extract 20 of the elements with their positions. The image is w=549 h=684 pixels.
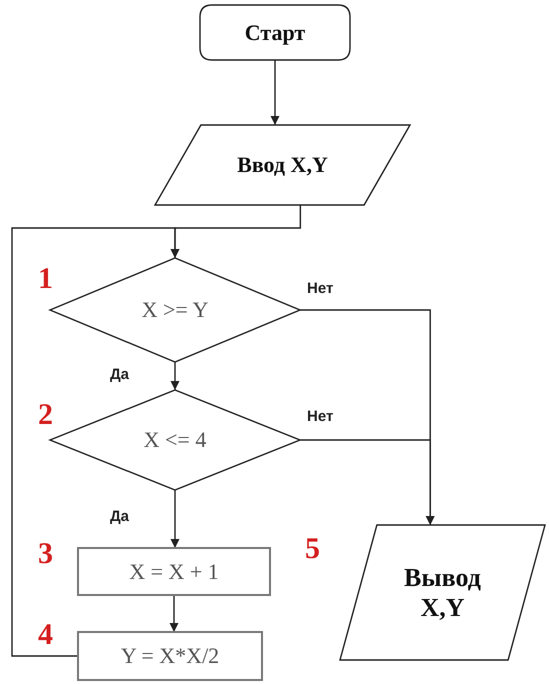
node-text: Вывод X,Y (403, 562, 482, 622)
arrow (270, 60, 280, 125)
arrow (170, 362, 180, 390)
step-number: 3 (38, 537, 53, 571)
node-text: Y = X*X/2 (120, 643, 220, 669)
arrow (170, 490, 180, 548)
step-number: 1 (38, 262, 53, 296)
arrow (11, 227, 180, 657)
node-text: X = X + 1 (129, 558, 219, 584)
edge-label: Да (108, 366, 132, 383)
arrow (170, 595, 178, 632)
node-text: Ввод X,Y (237, 152, 328, 178)
node-text: X >= Y (142, 297, 208, 323)
edge-label: Да (108, 508, 132, 525)
step-number: 2 (38, 398, 53, 432)
step-number: 4 (38, 618, 53, 652)
arrow (300, 439, 435, 525)
step-number: 5 (305, 532, 320, 566)
node-text: Старт (244, 20, 306, 46)
node-text: X <= 4 (144, 427, 206, 453)
